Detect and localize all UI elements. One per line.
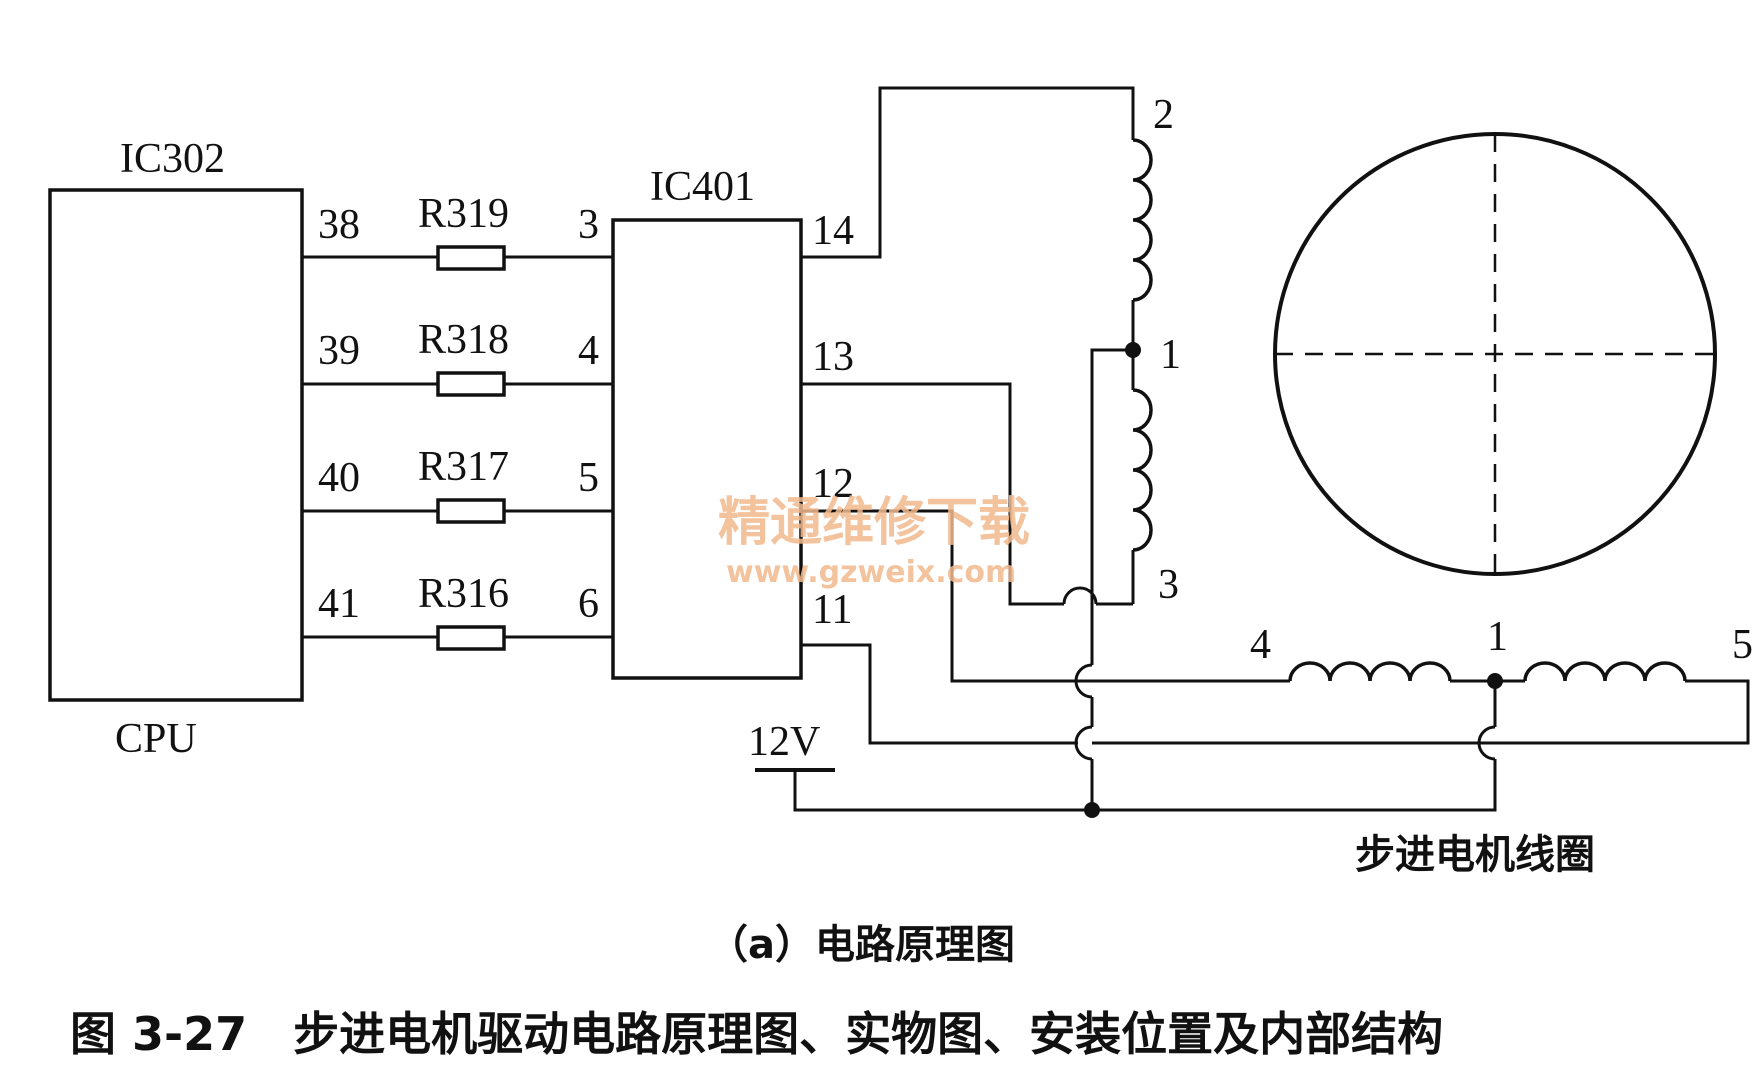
ic302-label: IC302 xyxy=(120,136,225,182)
horizontal-coil-left xyxy=(1288,661,1452,682)
ic401-pin-3: 3 xyxy=(578,202,599,248)
wire-pin11-return xyxy=(801,643,1078,745)
cpu-pin-40: 40 xyxy=(318,455,360,501)
wire-pin13-coil3 xyxy=(801,382,1064,606)
cpu-label: CPU xyxy=(115,716,197,762)
cpu-pin-39: 39 xyxy=(318,328,360,374)
resistor-r316 xyxy=(436,625,506,651)
resistor-r319 xyxy=(436,245,506,271)
watermark-url: www.gzweix.com xyxy=(726,555,1016,590)
wire-pin14-coil2 xyxy=(801,86,1135,259)
ic401-pin-14: 14 xyxy=(812,208,854,254)
horizontal-coil-right xyxy=(1523,661,1687,682)
wire-pin12-coil4 xyxy=(801,509,1092,683)
wire-coil5-return xyxy=(1092,679,1750,745)
ic401-pin-5: 5 xyxy=(578,455,599,501)
coil-v-label-mid: 1 xyxy=(1160,332,1181,378)
wire-rail-crossover-2 xyxy=(1074,725,1093,761)
resistor-label-r316: R316 xyxy=(418,571,509,617)
resistor-r318 xyxy=(436,371,506,397)
wire-supply-rail xyxy=(793,759,1497,812)
cpu-pin-41: 41 xyxy=(318,581,360,627)
ic401-pin-6: 6 xyxy=(578,581,599,627)
wire-tap1-rail xyxy=(1090,348,1133,604)
coil-v-label-top: 2 xyxy=(1153,92,1174,138)
ic401-pin-12: 12 xyxy=(812,461,854,507)
ic401-pin-13: 13 xyxy=(812,334,854,380)
wire-pin13-crossover xyxy=(1062,586,1098,605)
resistor-label-r319: R319 xyxy=(418,191,509,237)
wire-htap-crossover xyxy=(1477,725,1496,761)
resistor-r317 xyxy=(436,498,506,524)
ic401-pin-4: 4 xyxy=(578,328,599,374)
ic401-block xyxy=(611,218,803,680)
watermark-cn: 精通维修下载 xyxy=(718,493,1030,553)
vertical-coil-upper xyxy=(1132,138,1153,302)
ic302-block xyxy=(48,188,304,702)
coil-caption: 步进电机线圈 xyxy=(1355,832,1595,878)
figure-caption: 图 3-27 步进电机驱动电路原理图、实物图、安装位置及内部结构 xyxy=(70,1007,1443,1061)
ic401-label: IC401 xyxy=(650,164,755,210)
coil-v-label-bottom: 3 xyxy=(1158,562,1179,608)
ic401-pin-11: 11 xyxy=(812,587,852,633)
coil-h-label-mid: 1 xyxy=(1487,614,1508,660)
coil-h-label-left: 4 xyxy=(1250,622,1271,668)
coil-h-label-right: 5 xyxy=(1732,622,1753,668)
supply-label: 12V xyxy=(748,719,820,765)
sub-caption: （a）电路原理图 xyxy=(708,922,1015,968)
vertical-coil-lower xyxy=(1132,388,1153,552)
cpu-pin-38: 38 xyxy=(318,202,360,248)
resistor-label-r317: R317 xyxy=(418,444,509,490)
resistor-label-r318: R318 xyxy=(418,317,509,363)
